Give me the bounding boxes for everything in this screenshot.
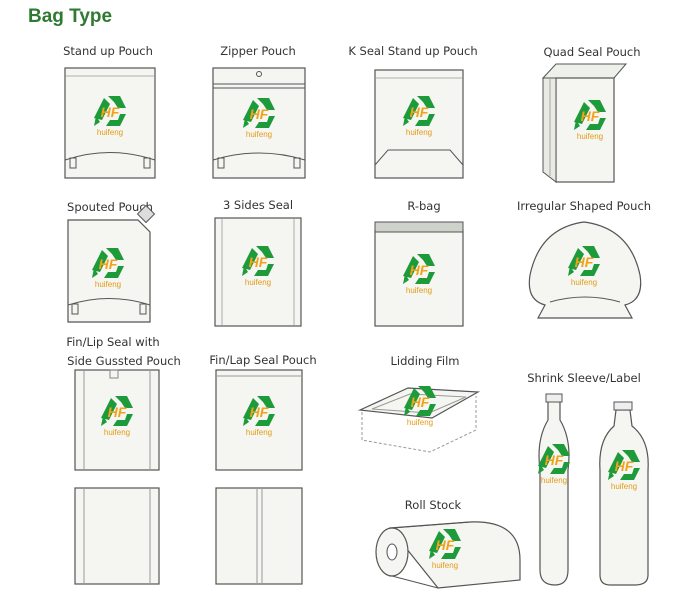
label-fin-lip-seal-line1: Fin/Lip Seal with: [66, 335, 160, 349]
shrink-sleeve-illustration: [538, 393, 649, 586]
label-r-bag: R-bag: [407, 199, 441, 213]
stand-up-pouch-illustration: [64, 67, 156, 179]
label-shrink-sleeve: Shrink Sleeve/Label: [527, 371, 641, 385]
label-3-sides-seal: 3 Sides Seal: [222, 198, 294, 212]
label-zipper-pouch: Zipper Pouch: [220, 44, 296, 58]
r-bag-illustration: [374, 221, 464, 327]
3-sides-seal-illustration: [214, 217, 302, 327]
roll-stock-illustration: [375, 521, 521, 589]
label-spouted-pouch: Spouted Pouch: [67, 200, 153, 214]
zipper-pouch-illustration: [212, 67, 306, 179]
label-k-seal-stand-up-pouch: K Seal Stand up Pouch: [348, 44, 478, 58]
lidding-film-illustration: [357, 386, 481, 453]
label-stand-up-pouch: Stand up Pouch: [63, 44, 153, 58]
label-fin-lap-seal-pouch: Fin/Lap Seal Pouch: [209, 353, 317, 367]
page-title: Bag Type: [28, 6, 113, 27]
irregular-shaped-pouch-illustration: [528, 221, 642, 319]
label-quad-seal-pouch: Quad Seal Pouch: [543, 45, 641, 59]
quad-seal-pouch-illustration: [541, 63, 628, 184]
spouted-pouch-illustration: [67, 204, 156, 323]
fin-lip-seal-illustration: [74, 369, 160, 585]
label-roll-stock: Roll Stock: [404, 498, 462, 512]
fin-lap-seal-illustration: [215, 369, 303, 585]
label-irregular-shaped-pouch: Irregular Shaped Pouch: [516, 199, 652, 213]
label-fin-lip-seal-line2: Side Gussted Pouch: [67, 354, 181, 368]
k-seal-pouch-illustration: [374, 69, 464, 179]
label-lidding-film: Lidding Film: [390, 354, 460, 368]
